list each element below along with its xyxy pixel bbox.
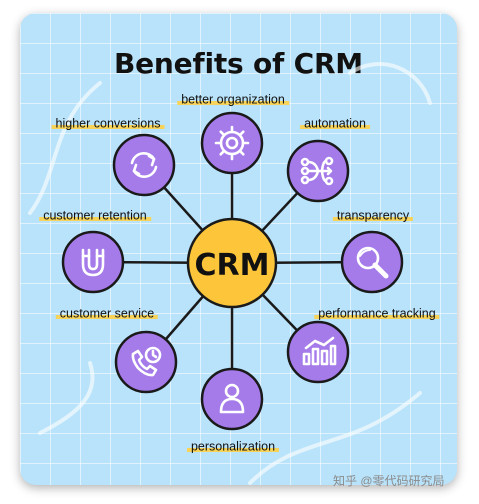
- bar-chart-icon: [302, 336, 337, 366]
- label-customer-retention: customer retention: [39, 209, 151, 223]
- label-better-organization: better organization: [177, 93, 289, 107]
- magnifier-icon: [356, 246, 389, 279]
- decor-swirl: [38, 361, 95, 435]
- node-circle: [200, 111, 264, 175]
- person-icon: [219, 383, 245, 414]
- phone-clock-icon: [131, 346, 162, 377]
- decor-swirl: [248, 391, 422, 485]
- page-title: Benefits of CRM: [114, 47, 363, 80]
- crm-center-label: CRM: [195, 248, 270, 283]
- node-circle: [61, 230, 125, 294]
- label-automation: automation: [300, 117, 370, 131]
- label-performance-tracking: performance tracking: [314, 307, 440, 321]
- decor-swirl: [28, 81, 102, 215]
- automation-flow-icon: [300, 156, 334, 186]
- watermark-text: 知乎 @零代码研究局: [333, 474, 445, 488]
- label-transparency: transparency: [332, 209, 414, 223]
- infographic-card: Benefits of CRM: [20, 13, 457, 485]
- node-circle: [114, 330, 178, 394]
- decor-swirl: [348, 62, 432, 105]
- hub-diagram: CRM: [28, 62, 432, 485]
- label-personalization: personalization: [186, 440, 280, 454]
- crm-center-circle: [186, 217, 278, 309]
- gear-icon: [214, 125, 250, 161]
- label-higher-conversions: higher conversions: [51, 117, 165, 131]
- refresh-arrows-icon: [130, 152, 158, 178]
- node-circle: [112, 133, 176, 197]
- node-circle: [340, 230, 404, 294]
- label-customer-service: customer service: [55, 307, 159, 321]
- magnet-icon: [81, 248, 105, 277]
